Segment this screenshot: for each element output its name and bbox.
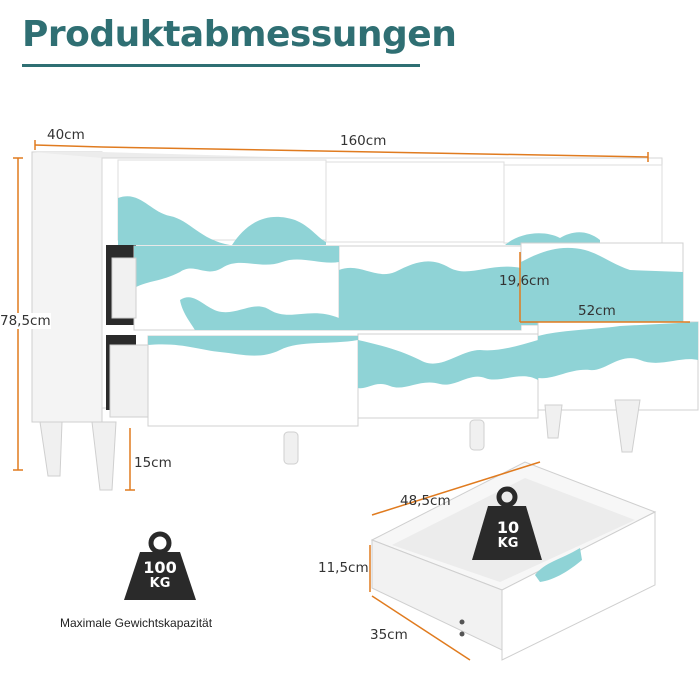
weight-100-unit: KG — [149, 576, 171, 591]
drawer-depth-label: 35cm — [370, 627, 408, 643]
weight-10-unit: KG — [497, 536, 519, 551]
max-weight-caption: Maximale Gewichtskapazität — [60, 616, 213, 630]
weight-icon-10kg — [472, 486, 542, 560]
page-title: Produktabmessungen — [22, 14, 457, 55]
width-label: 160cm — [340, 133, 387, 149]
weight-10-value: 10 — [496, 518, 520, 537]
depth-label: 40cm — [47, 127, 85, 143]
leg-height-label: 15cm — [134, 455, 172, 471]
dresser-body — [31, 151, 699, 491]
drawer-height-label: 11,5cm — [318, 560, 369, 576]
depth-line — [34, 144, 103, 148]
width-line — [101, 146, 649, 158]
weight-icon-100kg — [124, 531, 196, 600]
weight-100kg-text: 100 KG — [142, 560, 178, 592]
drawer-front-height-label: 19,6cm — [499, 273, 550, 289]
weight-100-value: 100 — [143, 558, 177, 577]
drawer-width-label: 48,5cm — [400, 493, 451, 509]
drawer-front-width-label: 52cm — [578, 303, 616, 319]
weight-10kg-text: 10 KG — [490, 520, 526, 552]
height-label: 78,5cm — [0, 313, 51, 329]
title-underline — [22, 64, 420, 67]
